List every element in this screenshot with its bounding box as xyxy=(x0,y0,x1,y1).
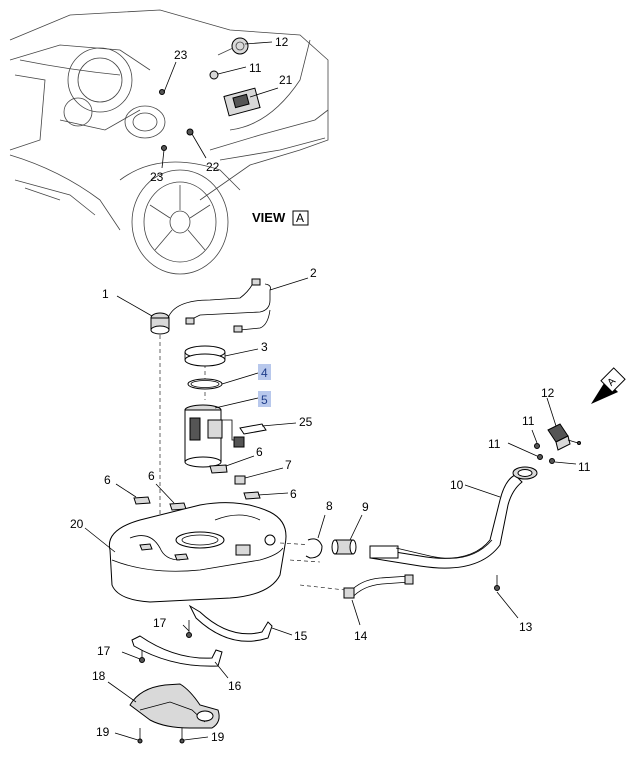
callout-12: 12 xyxy=(275,35,289,49)
callout-5-highlight xyxy=(258,391,271,407)
callout-17: 17 xyxy=(153,616,167,630)
callout-7: 7 xyxy=(285,458,292,472)
callout-25: 25 xyxy=(299,415,313,429)
callout-11: 11 xyxy=(249,61,262,75)
callout-15: 15 xyxy=(294,629,308,643)
callout-16: 16 xyxy=(228,679,242,693)
callout-21: 21 xyxy=(279,73,293,87)
callout-4: 4 xyxy=(261,366,268,380)
view-letter-box xyxy=(292,210,309,226)
callout-8: 8 xyxy=(326,499,333,513)
callout-12: 12 xyxy=(541,386,555,400)
callout-23: 23 xyxy=(150,170,164,184)
main-exploded-view xyxy=(84,277,626,744)
callout-23: 23 xyxy=(174,48,188,62)
callout-19: 19 xyxy=(96,725,110,739)
view-letter: A xyxy=(296,211,304,225)
callout-6: 6 xyxy=(104,473,111,487)
callout-2: 2 xyxy=(310,266,317,280)
callout-19: 19 xyxy=(211,730,225,744)
callout-22: 22 xyxy=(206,160,220,174)
callout-6: 6 xyxy=(290,487,297,501)
callout-20: 20 xyxy=(70,517,84,531)
callout-11: 11 xyxy=(522,414,535,428)
callout-14: 14 xyxy=(354,629,368,643)
callout-11: 11 xyxy=(488,437,501,451)
callout-10: 10 xyxy=(450,478,464,492)
callout-11: 11 xyxy=(578,460,591,474)
callout-9: 9 xyxy=(362,500,369,514)
callout-6: 6 xyxy=(148,469,155,483)
view-label: VIEW xyxy=(252,210,286,225)
callout-1: 1 xyxy=(102,287,109,301)
callout-3: 3 xyxy=(261,340,268,354)
callout-5: 5 xyxy=(261,393,268,407)
callout-17: 17 xyxy=(97,644,111,658)
vehicle-rear-inset xyxy=(9,9,329,275)
callout-4-highlight xyxy=(258,364,271,380)
callout-6: 6 xyxy=(256,445,263,459)
callout-13: 13 xyxy=(519,620,533,634)
callout-18: 18 xyxy=(92,669,106,683)
